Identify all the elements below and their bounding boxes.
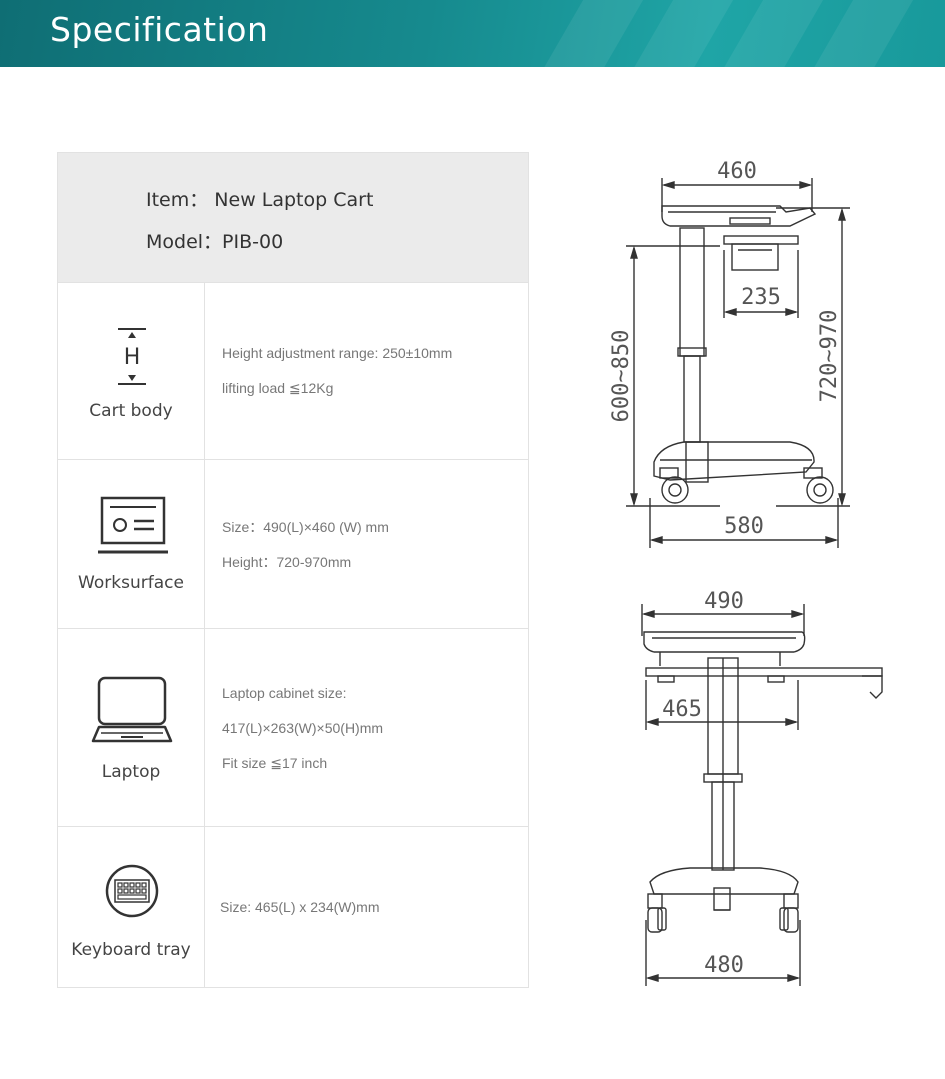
row-label: Cart body xyxy=(89,401,173,421)
spec-row-worksurface: Worksurface Size：490(L)×460 (W) mm Heigh… xyxy=(58,459,528,629)
spec-table-header: Item： New Laptop Cart Model：PIB-00 xyxy=(58,153,528,282)
spec-text: Size：490(L)×460 (W) mm xyxy=(222,519,389,535)
spec-text: lifting load ≦12Kg xyxy=(222,380,334,396)
model-number: Model：PIB-00 xyxy=(146,231,284,253)
spec-text: Laptop cabinet size: xyxy=(222,685,347,701)
banner-stripe xyxy=(621,0,739,67)
spec-row-keyboard-tray: Keyboard tray Size: 465(L) x 234(W)mm xyxy=(58,826,528,988)
dim-label: 490 xyxy=(704,589,744,614)
spec-row-cart-body: H Cart body Height adjustment range: 250… xyxy=(58,282,528,460)
spec-row-laptop: Laptop Laptop cabinet size: 417(L)×263(W… xyxy=(58,628,528,827)
front-view-drawing: 490 465 480 xyxy=(641,589,883,986)
spec-text: Height adjustment range: 250±10mm xyxy=(222,345,453,361)
banner-stripe xyxy=(711,0,829,67)
spec-table: Item： New Laptop Cart Model：PIB-00 H Car… xyxy=(57,152,529,988)
keyboard-icon xyxy=(105,864,159,918)
dim-label: 465 xyxy=(662,697,702,722)
header-banner: Specification xyxy=(0,0,945,67)
row-label: Laptop xyxy=(101,762,161,782)
banner-stripe xyxy=(531,0,649,67)
side-view-drawing: 460 235 600~850 720~970 580 xyxy=(609,159,850,548)
laptop-icon xyxy=(91,676,173,743)
spec-text: Fit size ≦17 inch xyxy=(222,755,328,771)
dim-label: 720~970 xyxy=(817,310,842,403)
height-icon-letter: H xyxy=(124,345,141,370)
spec-row-label-cell: Keyboard tray xyxy=(58,827,205,988)
dim-label: 480 xyxy=(704,953,744,978)
spec-text: 417(L)×263(W)×50(H)mm xyxy=(222,720,384,736)
dim-label: 580 xyxy=(724,514,764,539)
row-label: Worksurface xyxy=(78,573,184,593)
page-title: Specification xyxy=(50,10,269,49)
spec-text: Size: 465(L) x 234(W)mm xyxy=(220,899,380,915)
spec-row-label-cell: Laptop xyxy=(58,629,205,827)
worksurface-icon xyxy=(98,496,168,554)
spec-text: Height：720-970mm xyxy=(222,554,352,570)
banner-stripe xyxy=(801,0,919,67)
dim-label: 600~850 xyxy=(609,330,634,423)
height-icon: H xyxy=(118,328,146,385)
spec-row-label-cell: H Cart body xyxy=(58,283,205,460)
row-label: Keyboard tray xyxy=(71,940,191,960)
dim-label: 460 xyxy=(717,159,757,184)
item-name: Item： New Laptop Cart xyxy=(146,189,374,211)
dim-label: 235 xyxy=(741,285,781,310)
spec-row-label-cell: Worksurface xyxy=(58,460,205,629)
